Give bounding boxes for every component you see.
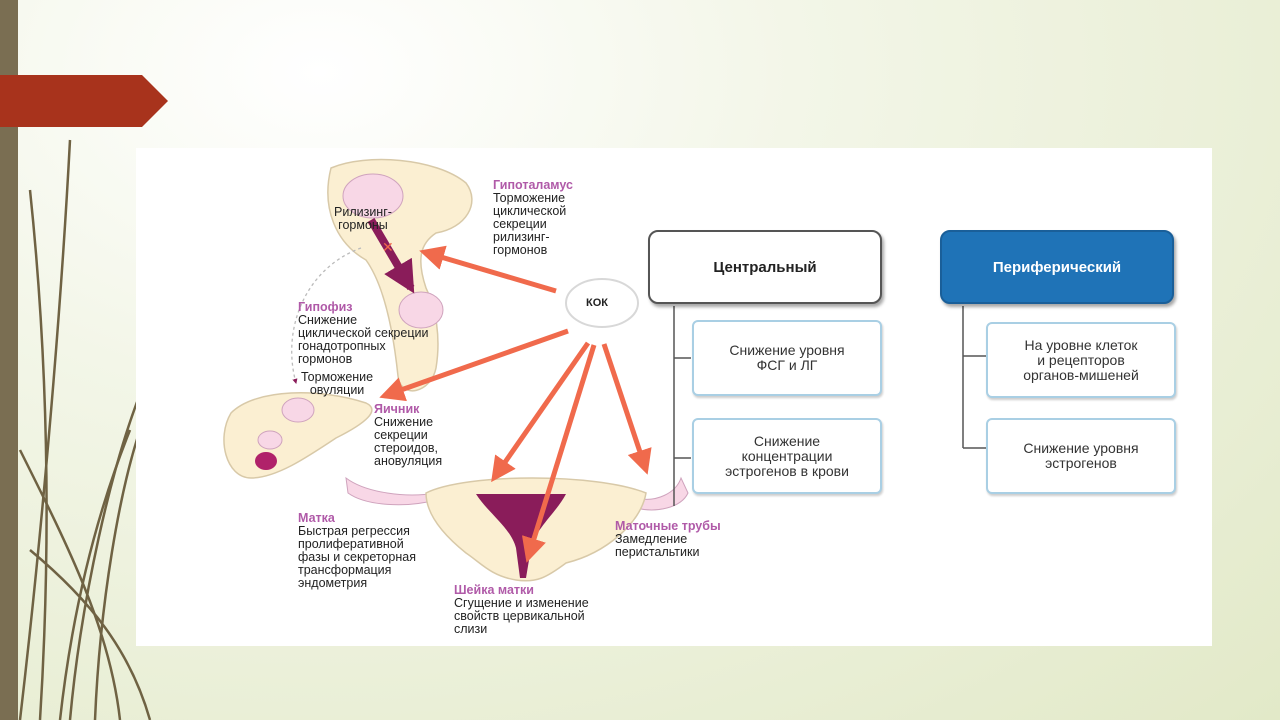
left-accent-bar xyxy=(0,0,18,720)
uterus-text: Быстрая регрессия пролиферативной фазы и… xyxy=(298,524,417,590)
cervix-heading: Шейка матки xyxy=(454,583,534,597)
peripheral-item-1: На уровне клеток и рецепторов органов-ми… xyxy=(986,322,1176,398)
hypothalamus-heading: Гипоталамус xyxy=(493,178,573,192)
central-item-1: Снижение уровня ФСГ и ЛГ xyxy=(692,320,882,396)
tubes-heading: Маточные трубы xyxy=(615,519,721,533)
kok-circle xyxy=(565,278,639,328)
hypothalamus-text: Торможение циклической секреции рилизинг… xyxy=(493,191,567,257)
fallopian-tube-right xyxy=(635,476,689,511)
hypothalamus-nucleus xyxy=(342,173,404,219)
tubes-text: Замедление перистальтики xyxy=(615,532,700,559)
central-item-2: Снижение концентрации эстрогенов в крови xyxy=(692,418,882,494)
pituitary-heading: Гипофиз xyxy=(298,300,353,314)
ovulation-text: Торможение овуляции xyxy=(301,370,374,397)
title-banner-arrow xyxy=(0,75,168,127)
fallopian-tube-left xyxy=(345,476,437,506)
decorative-grass xyxy=(18,139,152,720)
ovary-heading: Яичник xyxy=(374,402,420,416)
peripheral-mechanism-box: Периферический xyxy=(940,230,1174,304)
ovary-text: Снижение секреции стероидов, ановуляция xyxy=(374,415,443,468)
pituitary-gland xyxy=(398,291,444,329)
uterus-heading: Матка xyxy=(298,511,335,525)
peripheral-item-2: Снижение уровня эстрогенов xyxy=(986,418,1176,494)
kok-label: КОК xyxy=(586,297,608,309)
anatomy-drawing: ✕ xyxy=(223,158,986,582)
central-mechanism-box: Центральный xyxy=(648,230,882,304)
svg-text:✕: ✕ xyxy=(382,239,394,255)
releasing-hormones-label: Рилизинг- гормоны xyxy=(334,205,392,232)
pituitary-text: Снижение циклической секреции гонадотроп… xyxy=(298,313,429,366)
releasing-hormone-arrow xyxy=(367,217,415,294)
dotted-connector xyxy=(291,247,362,385)
cervix-text: Сгущение и изменение свойств цервикально… xyxy=(454,596,589,636)
contraception-mechanism-figure: ✕ Рилизинг- гормоны Гипоталамус Торможен… xyxy=(136,148,1212,646)
